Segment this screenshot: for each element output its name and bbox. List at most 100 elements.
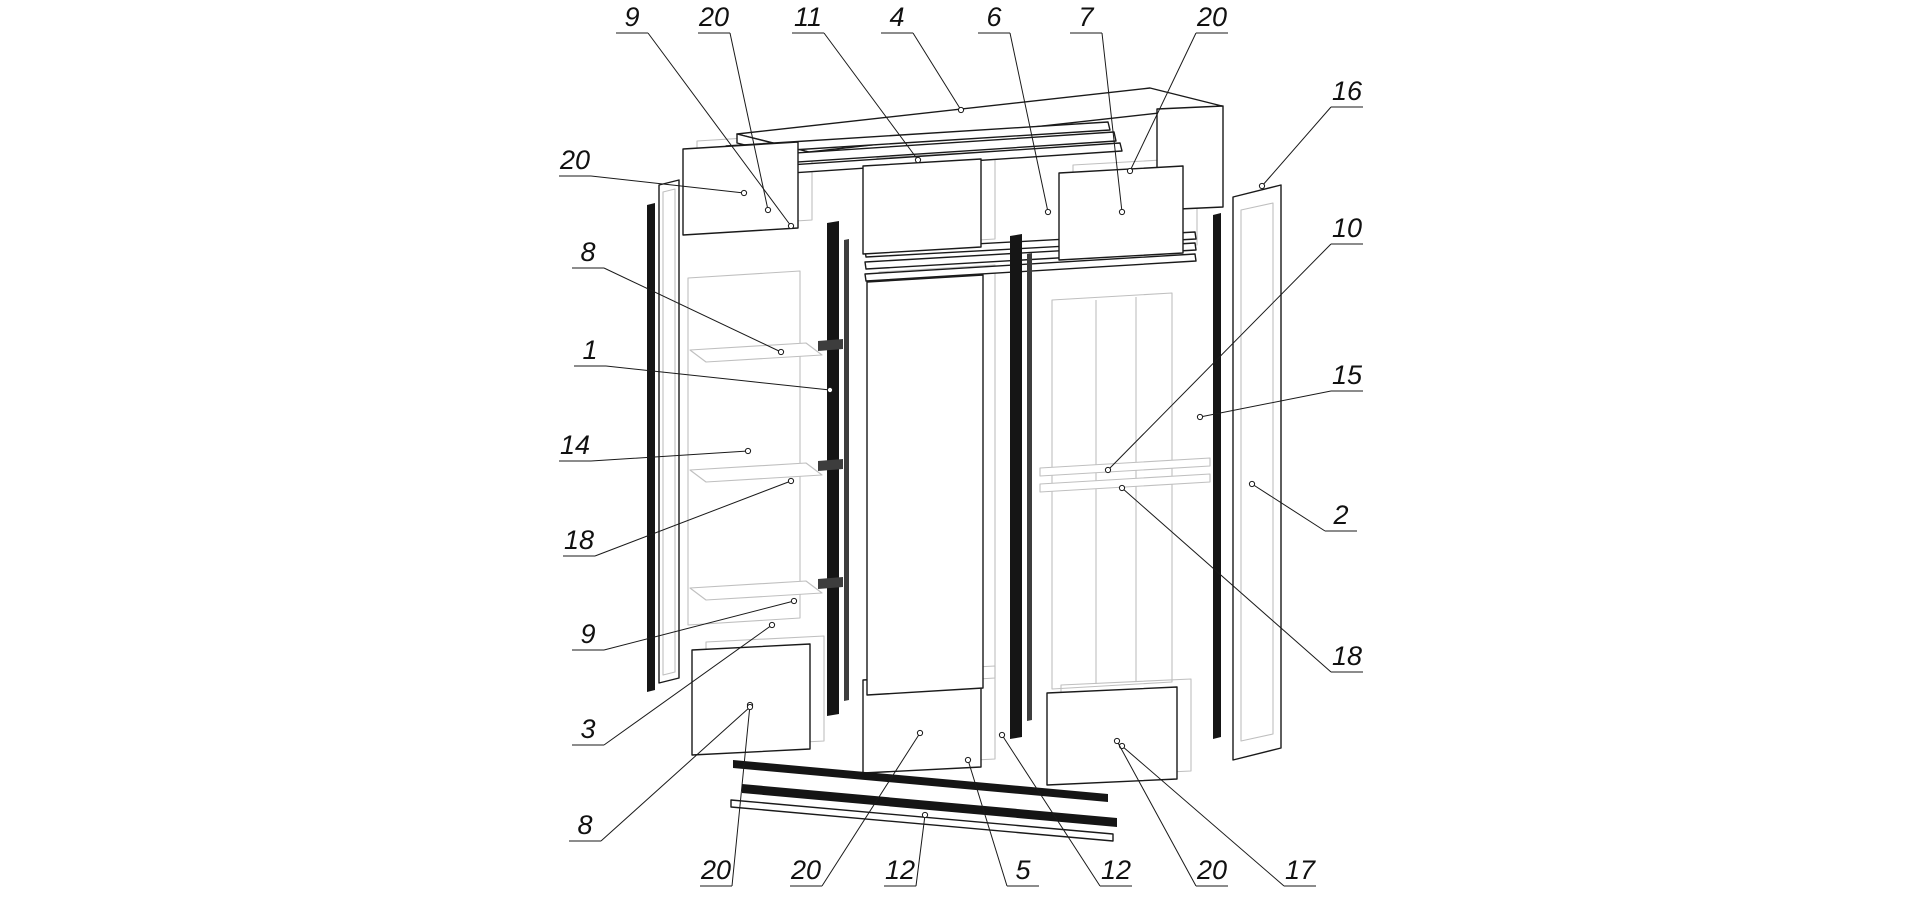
callout-end-dot	[916, 729, 924, 737]
shelf-bracket-1	[818, 339, 843, 351]
callout-label: 15	[1332, 360, 1363, 390]
callout-end-dot	[1113, 737, 1121, 745]
center-door-panel	[866, 274, 984, 696]
upper-boxes	[682, 141, 1184, 261]
top-box-center	[862, 158, 982, 255]
left-section-back-panel	[687, 270, 801, 626]
callout-end-dot	[1258, 182, 1266, 190]
callout-18: 18	[1118, 484, 1363, 673]
callout-leader-line	[1129, 32, 1228, 172]
callout-end-dot	[1104, 466, 1112, 474]
partition-right	[1010, 234, 1022, 739]
callout-label: 20	[1196, 855, 1227, 885]
left-side-panel	[658, 179, 680, 684]
callout-end-dot	[764, 206, 772, 214]
callout-leader-line	[572, 267, 782, 353]
bottom-box-left	[691, 643, 811, 756]
left-side-assembly	[647, 179, 680, 692]
callout-leader-line	[881, 32, 962, 111]
callout-leader-line	[967, 759, 1039, 887]
callout-leader-line	[1261, 106, 1363, 187]
callout-16: 16	[1258, 76, 1363, 190]
callout-label: 20	[790, 855, 821, 885]
plinth-assembly	[730, 760, 1117, 842]
callout-8: 8	[569, 703, 754, 842]
vertical-partitions	[818, 221, 1032, 739]
callout-1: 1	[574, 335, 834, 394]
callout-leader-line	[559, 175, 745, 194]
callout-end-dot	[740, 189, 748, 197]
callout-6: 6	[978, 2, 1052, 216]
callout-leader-line	[1116, 740, 1228, 887]
wardrobe-drawing	[647, 87, 1282, 842]
right-door-panel	[1232, 184, 1282, 761]
partition-right-rear-edge	[1027, 253, 1032, 721]
callout-leader-line	[574, 365, 831, 391]
shelf-1	[689, 342, 823, 363]
callout-label: 1	[582, 335, 597, 365]
plinth-strip-2	[742, 784, 1117, 827]
callout-end-dot	[921, 811, 929, 819]
callout-label: 16	[1332, 76, 1363, 106]
callout-leader-line	[559, 450, 749, 462]
right-rail-2	[1039, 473, 1211, 493]
callout-end-dot	[1118, 208, 1126, 216]
callout-10: 10	[1104, 213, 1363, 474]
callout-label: 12	[885, 855, 915, 885]
shelf-bracket-3	[818, 577, 843, 589]
callout-label: 20	[559, 145, 590, 175]
callout-label: 18	[564, 525, 594, 555]
callout-label: 9	[624, 2, 639, 32]
callout-end-dot	[826, 386, 834, 394]
callout-4: 4	[881, 2, 965, 114]
callout-end-dot	[1196, 413, 1204, 421]
callout-leader-line	[884, 814, 926, 887]
callout-end-dot	[957, 106, 965, 114]
plinth-strip-1	[733, 760, 1108, 802]
callout-18: 18	[563, 477, 795, 557]
callout-leader-line	[698, 32, 769, 211]
callout-9: 9	[572, 597, 798, 651]
right-rail-1	[1039, 457, 1211, 477]
callout-label: 4	[889, 2, 904, 32]
right-side-edge-strip	[1213, 213, 1221, 739]
callout-end-dot	[787, 477, 795, 485]
callout-end-dot	[790, 597, 798, 605]
callout-label: 8	[580, 237, 595, 267]
callout-label: 6	[986, 2, 1002, 32]
callout-end-dot	[1248, 480, 1256, 488]
partition-left-rear-edge	[844, 239, 849, 701]
plinth-strip-3	[730, 799, 1114, 842]
callout-12: 12	[884, 811, 929, 887]
callout-leader-line	[1107, 243, 1363, 471]
callout-label: 20	[1196, 2, 1227, 32]
callout-end-dot	[1044, 208, 1052, 216]
callout-label: 8	[577, 810, 592, 840]
callout-leader-line	[700, 704, 751, 887]
bottom-box-right	[1046, 686, 1178, 786]
callout-label: 2	[1332, 500, 1348, 530]
callout-2: 2	[1248, 480, 1357, 532]
callout-12: 12	[998, 731, 1132, 887]
callout-end-dot	[768, 621, 776, 629]
callout-20: 20	[790, 729, 924, 887]
callout-leader-line	[1251, 483, 1357, 532]
callout-label: 14	[560, 430, 590, 460]
callout-leader-line	[572, 600, 795, 651]
callout-15: 15	[1196, 360, 1363, 421]
right-side-assembly	[1213, 184, 1282, 761]
callout-20: 20	[1113, 737, 1228, 887]
lower-boxes	[691, 643, 1178, 786]
callout-3: 3	[572, 621, 776, 746]
callout-leader-line	[616, 32, 792, 227]
callout-leader-line	[790, 732, 921, 887]
callout-8: 8	[572, 237, 785, 356]
shelf-2	[689, 462, 823, 483]
callout-leader-line	[1121, 745, 1316, 887]
callout-end-dot	[1126, 167, 1134, 175]
callout-20: 20	[1126, 2, 1228, 175]
callout-leader-line	[1001, 734, 1132, 887]
callout-end-dot	[777, 348, 785, 356]
